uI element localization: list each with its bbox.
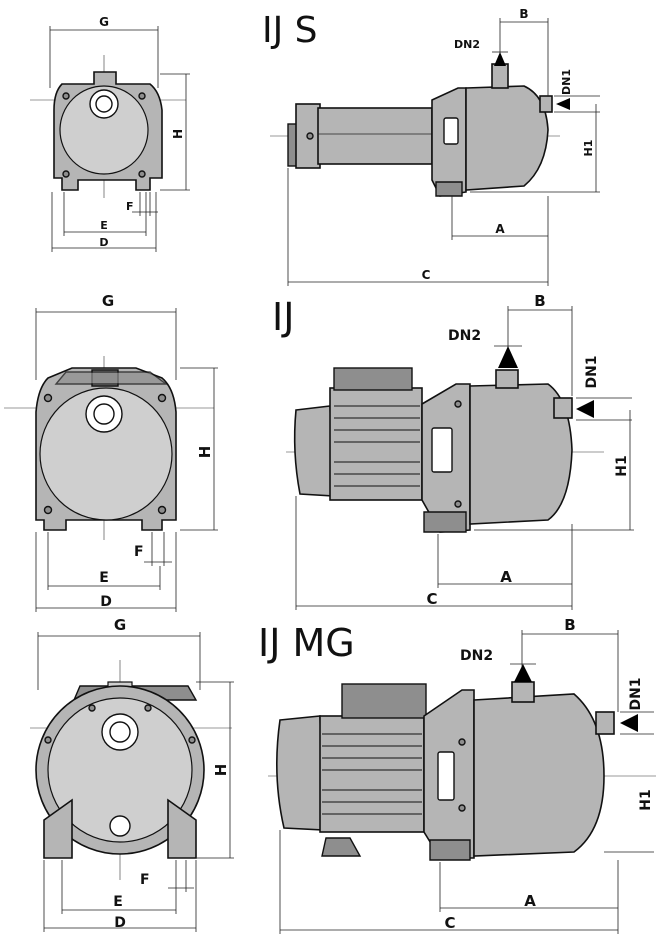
ij-label-h1: H1 (614, 455, 630, 476)
ij-label-b: B (534, 292, 545, 310)
ijmg-front-view: G H F E D (30, 616, 234, 932)
ijs-label-e: E (100, 219, 108, 232)
ijs-label-dn2: DN2 (454, 38, 480, 51)
ijs-label-f: F (126, 200, 134, 213)
ijs-label-a: A (495, 222, 505, 236)
ij-label-c: C (426, 590, 437, 608)
ijmg-label-a: A (524, 892, 536, 910)
ijmg-label-g: G (114, 616, 126, 634)
ij-label-e: E (99, 570, 109, 586)
ij-label-a: A (500, 568, 512, 586)
ij-label-dn1: DN1 (584, 355, 600, 388)
ij-title: IJ (272, 295, 294, 339)
ijmg-side-view: B DN2 DN1 H1 A C (268, 616, 656, 934)
ij-group: IJ G H F E D (4, 292, 634, 612)
ijmg-label-dn1: DN1 (628, 677, 644, 710)
ijmg-label-h: H (212, 764, 230, 777)
ijs-label-g: G (99, 15, 109, 29)
ij-label-dn2: DN2 (448, 328, 481, 344)
ijmg-group: IJ MG G H F E (30, 616, 656, 934)
ijmg-label-h1: H1 (638, 789, 654, 810)
ij-label-h: H (196, 446, 214, 459)
ij-side-view: B DN2 DN1 H1 A C (286, 292, 634, 610)
ijs-label-d: D (99, 236, 108, 249)
ijs-label-c: C (422, 268, 431, 282)
ij-label-g: G (102, 292, 114, 310)
ijs-front-view: G H F E D (30, 15, 190, 252)
ijs-label-b: B (519, 7, 528, 21)
ij-label-f: F (134, 544, 144, 560)
ijmg-label-f: F (140, 872, 150, 888)
ijs-title: IJ S (262, 10, 318, 51)
ij-front-view: G H F E D (4, 292, 218, 612)
ijs-label-h: H (171, 129, 185, 139)
ijmg-label-b: B (564, 616, 575, 634)
ijmg-title: IJ MG (258, 621, 355, 665)
ijmg-label-e: E (113, 894, 123, 910)
ijmg-label-dn2: DN2 (460, 648, 493, 664)
ijmg-label-d: D (114, 915, 126, 931)
ijs-side-view: B DN2 DN1 H1 A C (270, 7, 600, 286)
ijmg-label-c: C (444, 914, 455, 932)
ijs-label-dn1: DN1 (560, 69, 573, 95)
ijs-label-h1: H1 (582, 140, 595, 157)
ij-label-d: D (100, 594, 112, 610)
ijs-group: IJ S G H F E D (30, 7, 600, 286)
